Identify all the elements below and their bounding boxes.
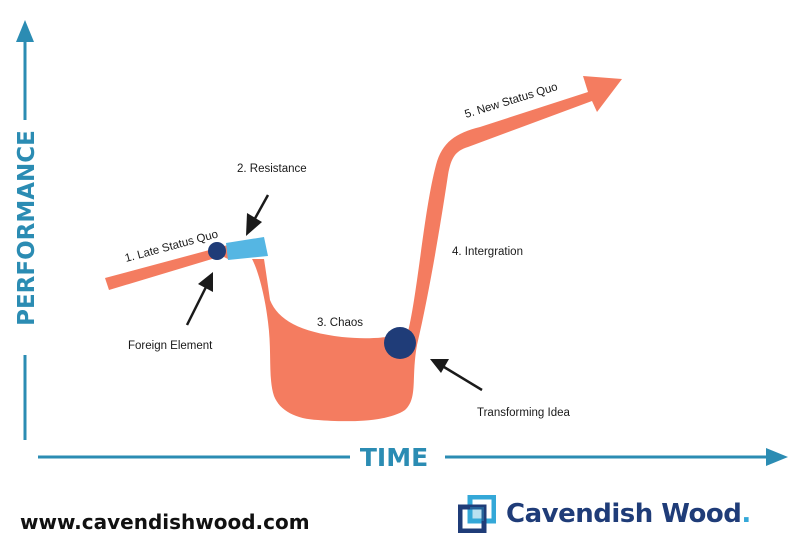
resistance-arrow-head bbox=[246, 213, 262, 236]
foreign-element-marker bbox=[208, 242, 226, 260]
label-integration: 4. Intergration bbox=[452, 246, 523, 258]
transforming-idea-arrow-shaft bbox=[443, 365, 483, 392]
brand-name-text: Cavendish Wood bbox=[506, 499, 742, 529]
brand-name: Cavendish Wood. bbox=[506, 499, 751, 529]
label-resistance: 2. Resistance bbox=[237, 163, 307, 175]
label-chaos: 3. Chaos bbox=[317, 317, 363, 329]
resistance-band bbox=[226, 237, 268, 260]
brand-name-dot: . bbox=[741, 499, 751, 529]
transforming-idea-arrow-head bbox=[430, 359, 449, 373]
foreign-element-arrow-head bbox=[198, 272, 213, 292]
label-transforming-idea: Transforming Idea bbox=[477, 407, 570, 419]
foreign-element-arrow-shaft bbox=[185, 286, 208, 326]
x-axis: TIME bbox=[38, 443, 788, 472]
transforming-idea-marker bbox=[384, 327, 416, 359]
y-axis-arrowhead bbox=[16, 20, 34, 42]
cavendish-wood-logo-icon bbox=[458, 495, 496, 533]
change-curve bbox=[105, 76, 622, 422]
curve-body bbox=[105, 76, 622, 422]
website-url: www.cavendishwood.com bbox=[20, 510, 310, 534]
x-axis-title: TIME bbox=[360, 443, 428, 472]
label-foreign-element: Foreign Element bbox=[128, 340, 213, 352]
y-axis-title: PERFORMANCE bbox=[14, 130, 40, 326]
y-axis: PERFORMANCE bbox=[14, 20, 40, 440]
brand-logo: Cavendish Wood. bbox=[458, 494, 751, 534]
pointer-arrows bbox=[185, 194, 483, 392]
x-axis-arrowhead bbox=[766, 448, 788, 466]
resistance-arrow-shaft bbox=[251, 194, 270, 223]
